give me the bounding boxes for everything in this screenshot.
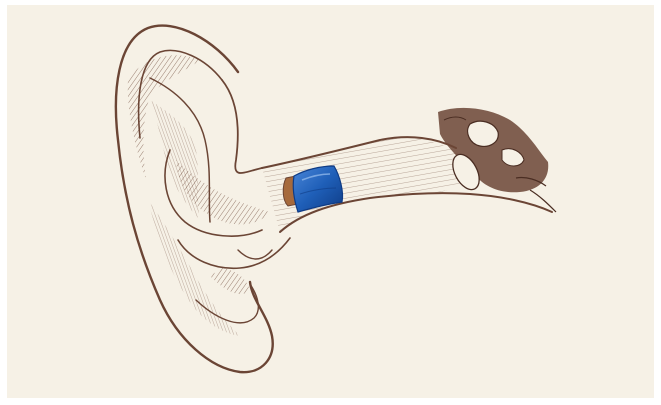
ear-illustration [0, 0, 661, 405]
illustration-canvas [0, 0, 661, 405]
